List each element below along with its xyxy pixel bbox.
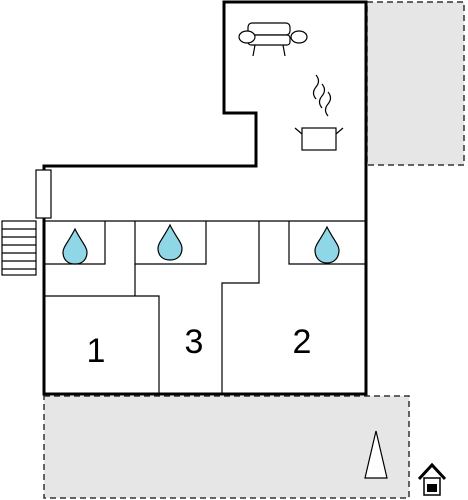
interior-walls: [44, 221, 366, 394]
sofa-icon: [238, 22, 308, 57]
house-icon: [417, 462, 447, 496]
cooking-pot-icon: [294, 74, 344, 151]
room-label-3: 3: [185, 323, 204, 361]
garden-bottom: [43, 395, 410, 499]
water-drop-icon: [157, 223, 183, 261]
room-label-2: 2: [293, 323, 312, 361]
terrace-right: [366, 1, 465, 166]
entrance-door: [35, 169, 52, 219]
entrance-stairs: [1, 220, 37, 276]
room-label-1: 1: [87, 332, 106, 370]
water-drop-icon: [314, 225, 340, 264]
water-drop-icon: [62, 227, 88, 265]
north-arrow-icon: [364, 430, 388, 479]
